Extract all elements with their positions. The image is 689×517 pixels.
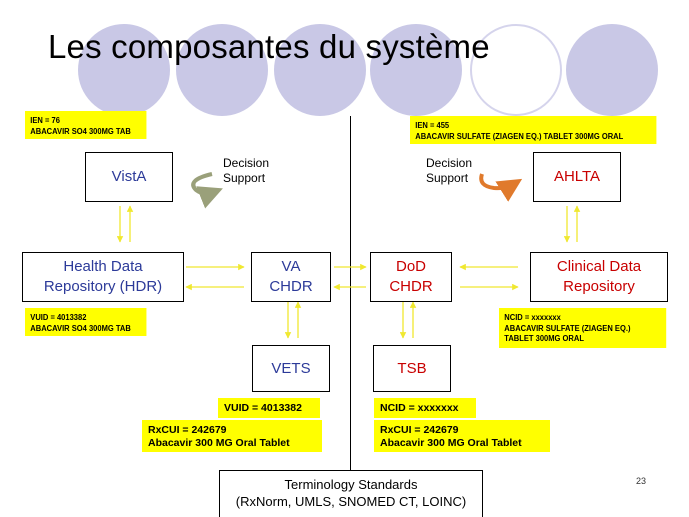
cdr-label: Clinical Data Repository xyxy=(556,258,642,295)
decision-support-label-dod: Decision Support xyxy=(426,156,473,185)
page-number: 23 xyxy=(636,476,647,486)
decision-support-label-va: Decision Support xyxy=(223,156,270,185)
tsb-box: TSB xyxy=(373,345,451,392)
decor-circle-2 xyxy=(176,24,268,116)
note-cdr: NCID = xxxxxxx ABACAVIR SULFATE (ZIAGEN … xyxy=(499,308,667,348)
ahlta-label: AHLTA xyxy=(553,168,601,185)
note-vets-rxcui: RxCUI = 242679 Abacavir 300 MG Oral Tabl… xyxy=(142,420,322,452)
note-hdr: VUID = 4013382 ABACAVIR SO4 300MG TAB xyxy=(25,308,147,336)
decor-circle-1 xyxy=(78,24,170,116)
vista-box: VistA xyxy=(85,152,173,202)
note-vets-vuid: VUID = 4013382 xyxy=(218,398,320,418)
terminology-standards-box: Terminology Standards (RxNorm, UMLS, SNO… xyxy=(219,470,483,517)
decor-circle-3 xyxy=(274,24,366,116)
decor-circle-4 xyxy=(370,24,462,116)
tsb-label: TSB xyxy=(397,359,427,377)
decor-circle-5 xyxy=(470,24,562,116)
note-ahlta: IEN = 455 ABACAVIR SULFATE (ZIAGEN EQ.) … xyxy=(410,116,657,144)
va-chdr-label: VA CHDR xyxy=(269,258,313,295)
note-tsb-rxcui: RxCUI = 242679 Abacavir 300 MG Oral Tabl… xyxy=(374,420,550,452)
note-vista: IEN = 76 ABACAVIR SO4 300MG TAB xyxy=(25,111,147,139)
cdr-box: Clinical Data Repository xyxy=(530,252,668,302)
note-tsb-ncid: NCID = xxxxxxx xyxy=(374,398,476,418)
vets-box: VETS xyxy=(252,345,330,392)
hdr-label: Health Data Repository (HDR) xyxy=(43,258,163,295)
dod-chdr-label: DoD CHDR xyxy=(389,258,433,295)
va-dod-divider xyxy=(350,116,351,476)
ahlta-box: AHLTA xyxy=(533,152,621,202)
va-chdr-box: VA CHDR xyxy=(251,252,331,302)
decision-support-arrow-dod xyxy=(479,173,523,202)
hdr-box: Health Data Repository (HDR) xyxy=(22,252,184,302)
dod-chdr-box: DoD CHDR xyxy=(370,252,452,302)
vets-label: VETS xyxy=(271,359,311,377)
page-title: Les composantes du système xyxy=(48,28,490,65)
decor-circle-6 xyxy=(566,24,658,116)
vista-label: VistA xyxy=(111,168,147,185)
decision-support-arrow-va xyxy=(191,172,223,209)
